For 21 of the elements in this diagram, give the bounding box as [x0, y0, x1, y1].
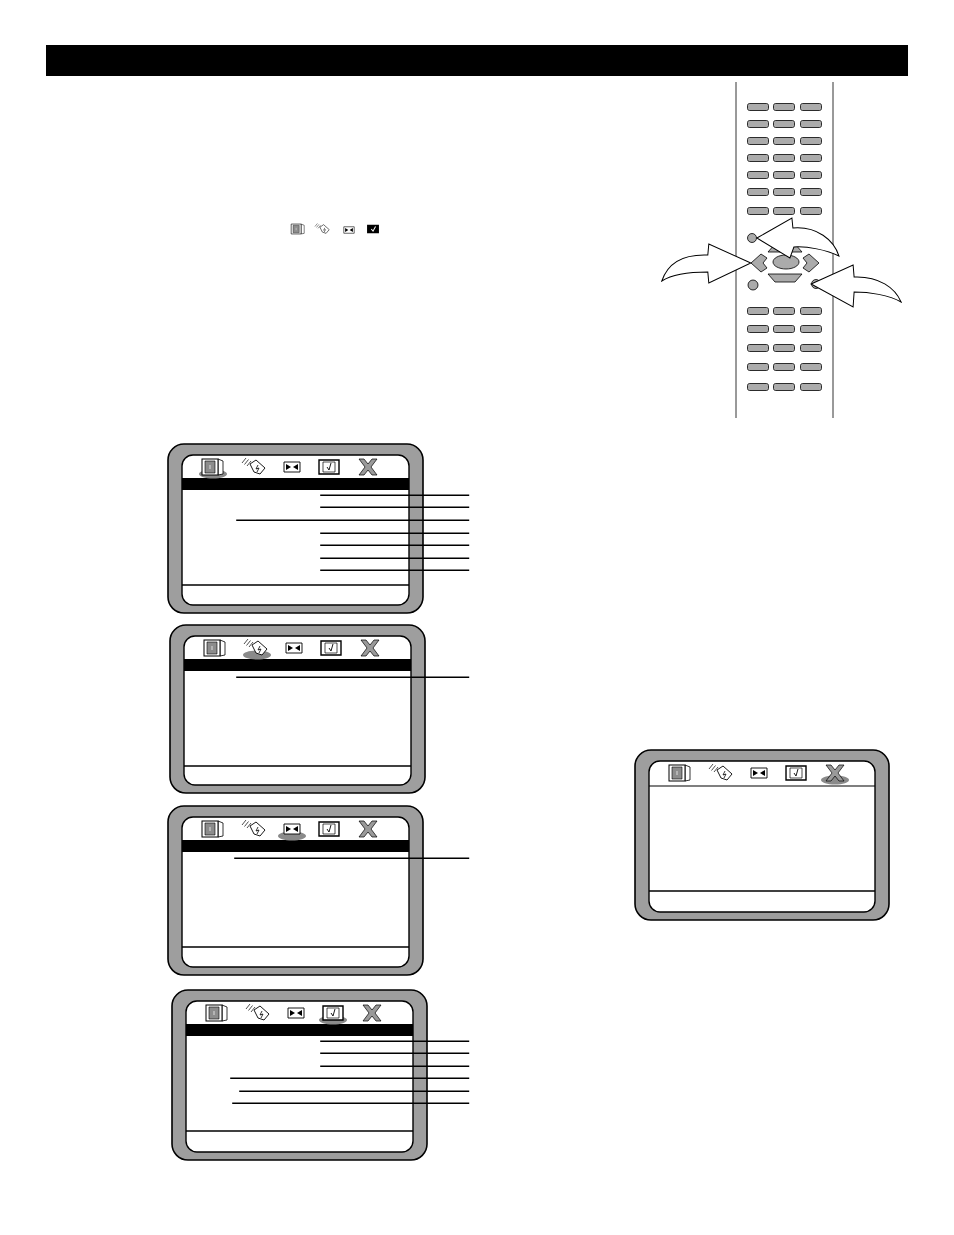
leader-line — [319, 544, 470, 546]
leader-line — [319, 494, 470, 496]
leader-line — [319, 1052, 470, 1054]
curved-arrow — [661, 243, 752, 284]
leader-line — [229, 1077, 470, 1079]
leader-line — [319, 1065, 470, 1067]
leader-line — [233, 857, 470, 859]
menu-screen — [167, 805, 424, 976]
leader-line — [235, 676, 470, 678]
leader-line — [231, 1102, 470, 1104]
leader-line — [319, 1040, 470, 1042]
curved-arrow — [756, 217, 840, 259]
curved-arrow — [810, 264, 902, 308]
leader-line — [319, 557, 470, 559]
leader-line — [319, 506, 470, 508]
leader-line — [319, 532, 470, 534]
leader-line — [235, 519, 470, 521]
menu-screen — [634, 749, 890, 921]
round-button — [747, 233, 757, 243]
leader-line — [238, 1090, 470, 1092]
leader-line — [319, 569, 470, 571]
